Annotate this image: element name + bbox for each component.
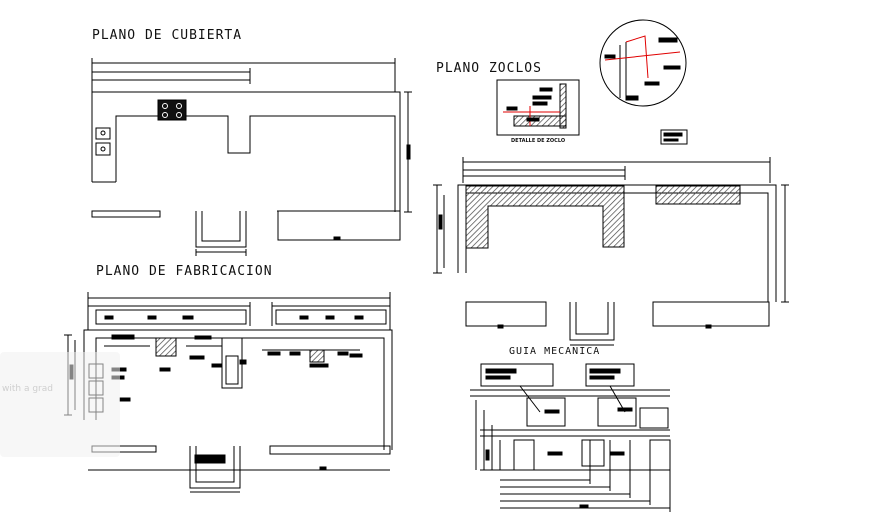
- guia-mecanica: [470, 363, 671, 512]
- faded-overlay: with a grad: [0, 352, 120, 457]
- plan-cubierta: [91, 58, 412, 256]
- title-plano-fabricacion: PLANO DE FABRICACION: [96, 264, 273, 279]
- title-plano-zoclos: PLANO ZOCLOS: [436, 61, 542, 76]
- label-detalle-zoclo: DETALLE DE ZOCLO: [511, 138, 566, 144]
- title-plano-cubierta: PLANO DE CUBIERTA: [92, 28, 243, 43]
- title-guia-mecanica: GUIA MECANICA: [509, 346, 601, 357]
- faded-text: with a grad: [2, 384, 53, 394]
- plan-zoclos: [433, 19, 789, 346]
